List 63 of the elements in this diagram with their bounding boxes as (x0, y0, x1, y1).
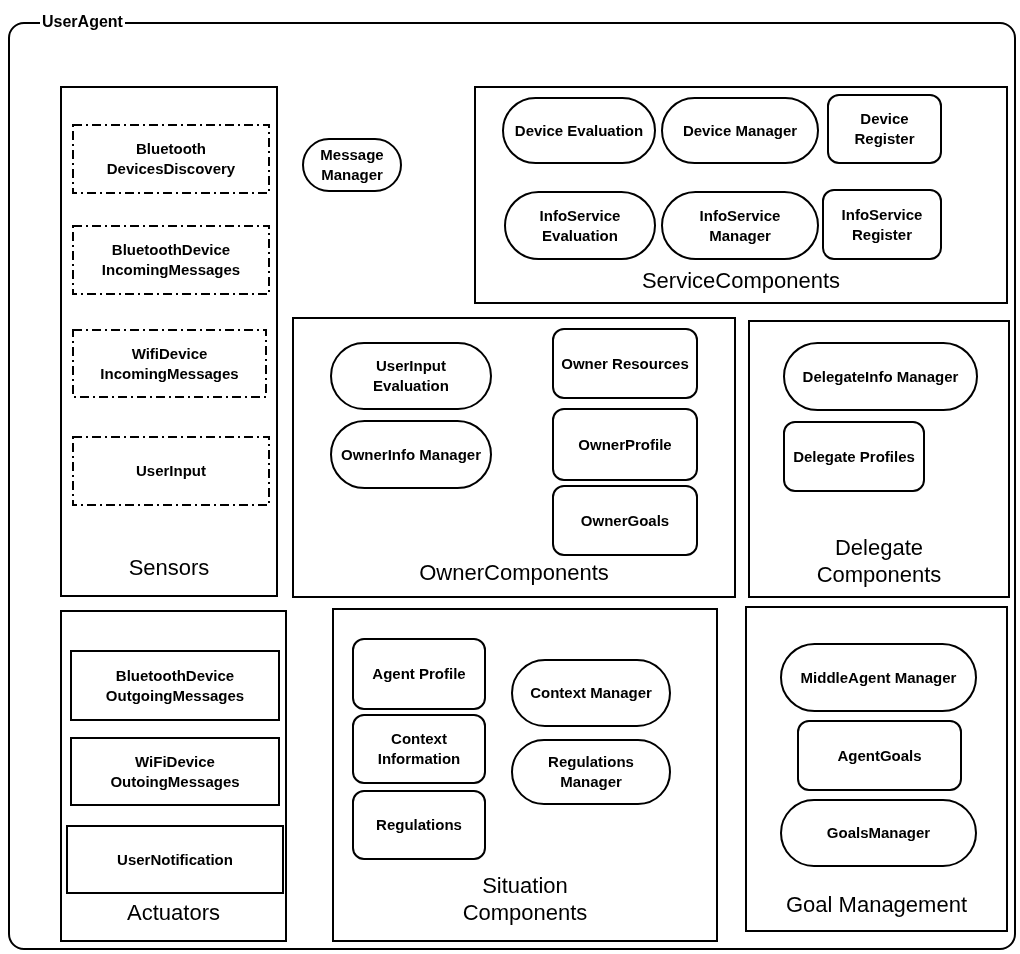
group-title: Sensors (128, 554, 210, 581)
component-box (552, 485, 698, 556)
component-label: Delegate Profiles (793, 446, 915, 467)
component-box (352, 638, 486, 710)
component-group (292, 317, 736, 598)
component-group (332, 608, 718, 942)
component-label: OwnerInfo Manager (341, 444, 481, 465)
component-group (60, 86, 278, 597)
component-label: UserInput Evaluation (372, 356, 450, 396)
component-label: Owner Resources (561, 353, 689, 374)
sensor-box (72, 124, 270, 194)
component-group (60, 610, 287, 942)
group-title: Situation Components (461, 872, 589, 926)
component-label: UserNotification (117, 849, 233, 870)
component-box (797, 720, 962, 791)
component-box (352, 790, 486, 860)
component-box (352, 714, 486, 784)
component-label: DelegateInfo Manager (802, 366, 959, 387)
component-label: WifiDevice IncomingMessages (99, 343, 240, 384)
component-label: UserInput (136, 461, 206, 481)
component-box (822, 189, 942, 260)
component-box (827, 94, 942, 164)
component-group (745, 606, 1008, 932)
actuator-box (70, 737, 280, 806)
component-group (748, 320, 1010, 598)
component-label: OwnerProfile (578, 434, 672, 455)
group-title: ServiceComponents (641, 267, 841, 294)
component-label: Context Information (376, 729, 462, 769)
component-label: BluetoothDevice IncomingMessages (100, 240, 242, 280)
component-label: InfoService Register (840, 204, 924, 245)
group-title: Goal Management (786, 891, 967, 918)
component-label: BluetoothDevice OutgoingMessages (104, 665, 246, 706)
sensor-box (72, 329, 267, 398)
component-label: Context Manager (530, 683, 652, 703)
sensor-box (72, 225, 270, 295)
component-label: WiFiDevice OutoingMessages (109, 751, 241, 792)
component-label: Device Register (853, 109, 916, 149)
component-label: MiddleAgent Manager (800, 667, 957, 688)
group-title: OwnerComponents (419, 559, 609, 586)
component-label: Regulations Manager (547, 752, 635, 792)
component-box (783, 421, 925, 492)
sensor-box (72, 436, 270, 506)
actuator-box (66, 825, 284, 894)
component-box (552, 408, 698, 481)
component-group (474, 86, 1008, 304)
component-label: InfoService Manager (698, 205, 782, 246)
component-label: InfoService Evaluation (538, 205, 622, 246)
component-label: Message Manager (319, 145, 385, 185)
component-label: Regulations (376, 815, 462, 835)
component-pill (302, 138, 402, 192)
component-label: AgentGoals (837, 745, 922, 766)
component-box (552, 328, 698, 399)
component-label: GoalsManager (826, 823, 931, 843)
actuator-box (70, 650, 280, 721)
group-title: Delegate Components (815, 534, 943, 588)
frame-title: UserAgent (40, 12, 125, 32)
component-label: Device Evaluation (514, 120, 644, 141)
component-label: Agent Profile (372, 664, 466, 684)
group-title: Actuators (127, 899, 220, 926)
component-pill (661, 191, 819, 260)
component-label: Device Manager (682, 120, 798, 141)
component-label: Bluetooth DevicesDiscovery (105, 139, 237, 179)
component-label: OwnerGoals (580, 510, 670, 531)
